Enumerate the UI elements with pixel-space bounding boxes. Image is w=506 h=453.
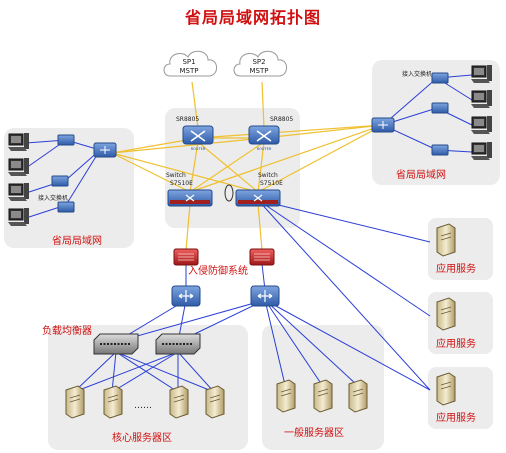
app-service-label-2: 应用服务 — [436, 337, 476, 350]
lan-right-access-switch-2 — [431, 102, 449, 114]
ips-label: 入侵防御系统 — [188, 264, 248, 277]
server-general-3 — [348, 379, 368, 413]
workstation-right-2 — [471, 90, 492, 108]
app-service-label-1: 应用服务 — [436, 262, 476, 275]
router-right-model: SR8805 — [270, 116, 293, 123]
app-server-1 — [436, 223, 456, 257]
access-switch-label-left: 接入交换机 — [38, 194, 68, 202]
core-zone-label: 核心服务器区 — [112, 431, 172, 444]
page-title: 省局局域网拓扑图 — [184, 8, 321, 27]
server-general-2 — [313, 379, 333, 413]
load-balancer-label: 负载均衡器 — [42, 324, 92, 337]
core-switch-left-line1: Switch — [166, 172, 186, 179]
workstation-left-3 — [8, 183, 29, 201]
core-switch-left: Switch S7510E — [166, 172, 213, 207]
lan-left-label: 省局局域网 — [52, 234, 102, 247]
workstation-right-3 — [471, 116, 492, 134]
core-switch-right-line1: Switch — [258, 172, 278, 179]
lan-left-access-switch-3 — [57, 201, 75, 213]
general-zone-label: 一般服务器区 — [284, 426, 344, 439]
app-service-label-3: 应用服务 — [436, 411, 476, 424]
router-left-badge: ROUTER — [191, 147, 206, 151]
ellipsis-label: …… — [134, 401, 152, 411]
right-lan-switches — [371, 72, 449, 156]
zone-right-lan — [372, 60, 500, 185]
server-core-2 — [103, 385, 123, 419]
load-balancer-left — [93, 333, 139, 355]
lan-right-core-switch — [371, 117, 395, 133]
workstation-right-1 — [471, 65, 492, 83]
load-balancer-right — [155, 333, 201, 355]
cloud-sp2-line1: SP2 — [252, 58, 265, 66]
lan-right-access-switch-3 — [431, 144, 449, 156]
server-core-3 — [169, 385, 189, 419]
cloud-sp2: SP2 MSTP — [233, 50, 287, 77]
lan-left-core-switch — [93, 142, 117, 158]
stack-link — [224, 184, 234, 202]
core-switch-left-line2: S7510E — [170, 180, 193, 187]
cloud-sp1-line2: MSTP — [180, 67, 199, 75]
core-switch-right: Switch S7510E — [235, 172, 283, 207]
cloud-sp1: SP1 MSTP — [163, 50, 217, 77]
router-right: ROUTER SR8805 — [248, 116, 293, 151]
cloud-sp2-line2: MSTP — [250, 67, 269, 75]
server-core-1 — [65, 385, 85, 419]
dist-switch-left — [171, 285, 201, 307]
zone-core-servers — [48, 325, 248, 450]
server-general-1 — [276, 379, 296, 413]
lan-left-access-switch-2 — [51, 175, 69, 187]
workstation-right-4 — [471, 142, 492, 160]
ips-device-left — [173, 248, 199, 266]
ips-device-right — [249, 248, 275, 266]
left-lan-workstations — [8, 133, 29, 226]
app-server-2 — [436, 297, 456, 331]
cloud-sp1-line1: SP1 — [182, 58, 195, 66]
general-servers — [276, 379, 368, 413]
dist-switch-right — [250, 285, 280, 307]
lan-right-access-switch-1 — [431, 72, 449, 84]
router-right-badge: ROUTER — [257, 147, 272, 151]
core-servers — [65, 385, 225, 419]
workstation-left-2 — [8, 158, 29, 176]
zone-left-lan — [4, 128, 134, 248]
app-server-3 — [436, 372, 456, 406]
left-lan-switches — [51, 134, 117, 213]
lan-right-label: 省局局域网 — [396, 168, 446, 181]
core-switch-right-line2: S7510E — [260, 180, 283, 187]
access-switch-label-right: 接入交换机 — [402, 70, 432, 78]
server-core-4 — [205, 385, 225, 419]
router-left: ROUTER SR8805 — [176, 116, 214, 151]
lan-left-access-switch-1 — [57, 134, 75, 146]
router-left-model: SR8805 — [176, 116, 199, 123]
workstation-left-1 — [8, 133, 29, 151]
right-lan-workstations — [471, 65, 492, 160]
workstation-left-4 — [8, 208, 29, 226]
